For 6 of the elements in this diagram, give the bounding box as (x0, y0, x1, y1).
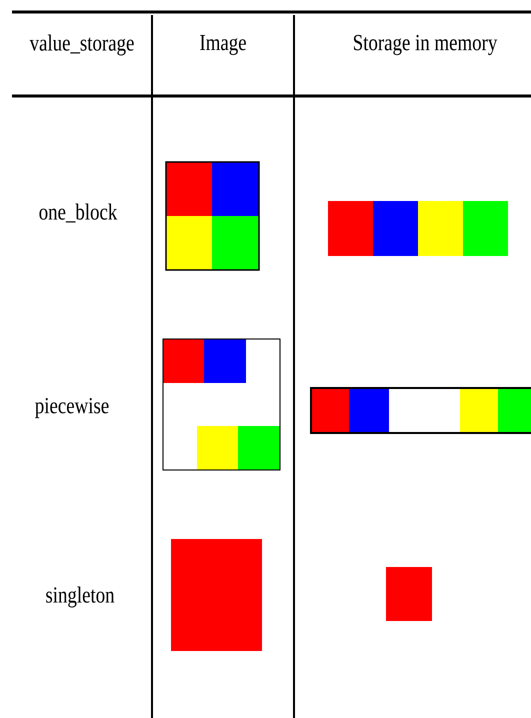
column-header: value_storage (30, 34, 134, 56)
column-header: Storage in memory (354, 34, 498, 56)
row-label: one_block (39, 204, 118, 222)
row-label: piecewise (35, 398, 109, 418)
row-label: singleton (46, 586, 114, 608)
column-header: Image (200, 34, 246, 56)
